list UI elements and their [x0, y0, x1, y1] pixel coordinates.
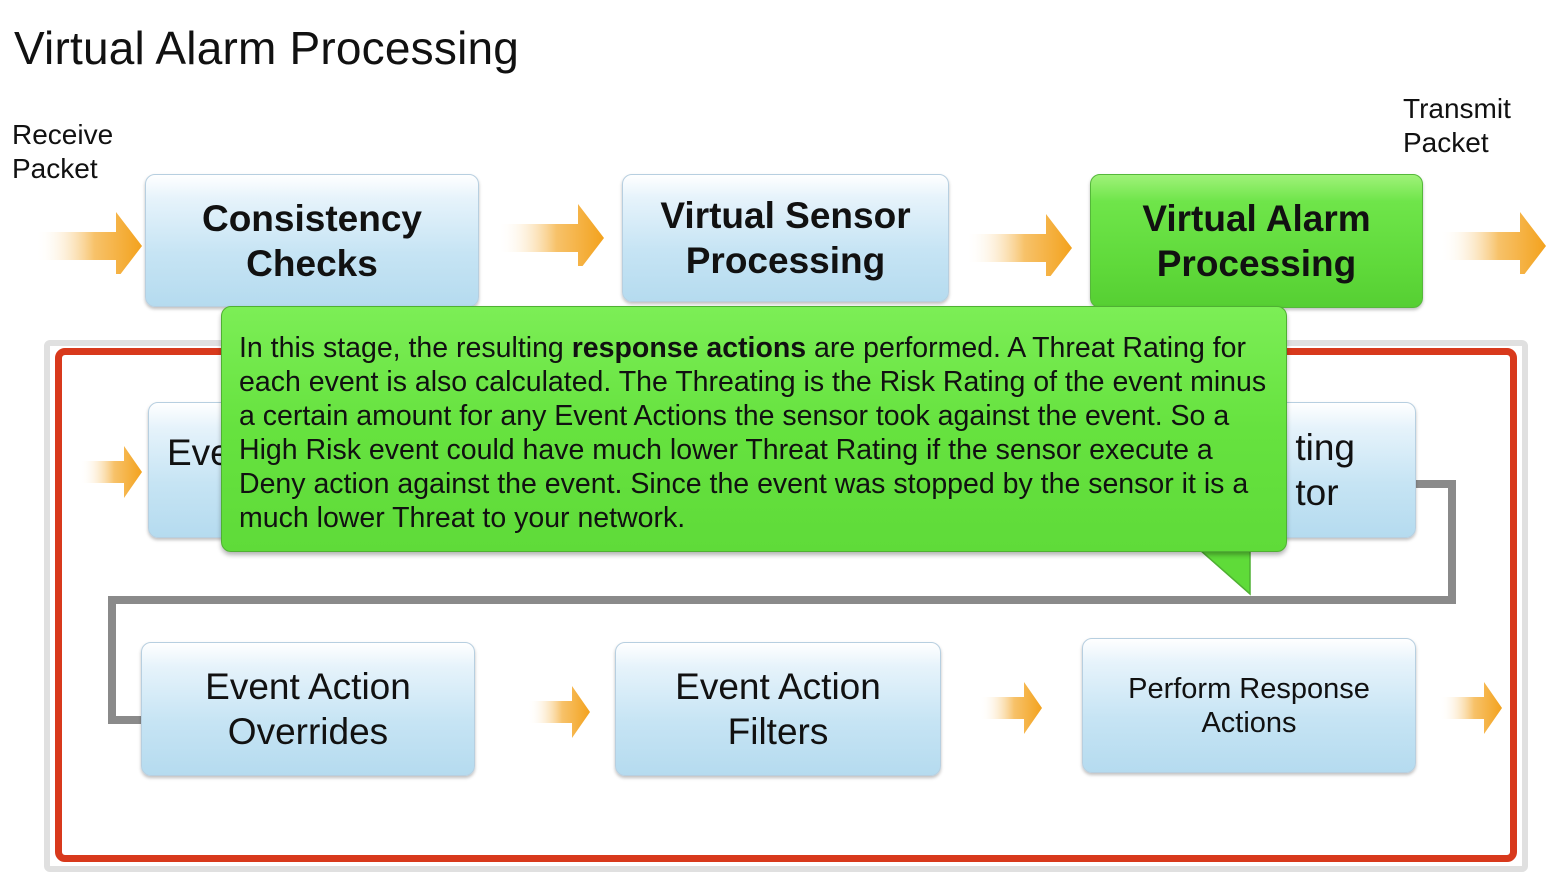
- flow-arrow-icon: [36, 212, 142, 274]
- tooltip-intro: In this stage, the resulting: [239, 332, 572, 364]
- flow-arrow-icon: [528, 686, 590, 738]
- sub-stage-label: ting tor: [1295, 427, 1355, 513]
- sub-stage-label: Perform Response Actions: [1128, 672, 1370, 739]
- flow-arrow-icon: [1440, 212, 1546, 274]
- flow-arrow-icon: [966, 214, 1072, 276]
- stage-virtual-sensor-processing[interactable]: Virtual Sensor Processing: [622, 174, 949, 302]
- tooltip-body: are performed. A Threat Rating for each …: [239, 332, 1267, 534]
- stage-label: Consistency Checks: [201, 197, 422, 284]
- flow-arrow-icon: [1440, 682, 1502, 734]
- transmit-packet-label: Transmit Packet: [1403, 93, 1511, 158]
- stage-label: Virtual Alarm Processing: [1142, 198, 1371, 284]
- flow-arrow-icon: [80, 446, 142, 498]
- page-title: Virtual Alarm Processing: [14, 22, 520, 74]
- tooltip-bold-term: response actions: [571, 332, 807, 364]
- stage-label: Virtual Sensor Processing: [660, 195, 911, 281]
- sub-stage-rating-partial[interactable]: ting tor: [1230, 402, 1416, 538]
- sub-stage-label: Event Action Overrides: [205, 666, 411, 752]
- sub-stage-label: Eve: [167, 431, 231, 473]
- sub-stage-event-action-overrides[interactable]: Event Action Overrides: [141, 642, 475, 776]
- flow-arrow-icon: [498, 204, 604, 266]
- sub-stage-label: Event Action Filters: [675, 666, 881, 752]
- stage-virtual-alarm-processing[interactable]: Virtual Alarm Processing: [1090, 174, 1423, 308]
- receive-packet-label: Receive Packet: [12, 119, 114, 184]
- sub-stage-event-action-filters[interactable]: Event Action Filters: [615, 642, 941, 776]
- stage-description-tooltip: In this stage, the resulting response ac…: [221, 306, 1287, 552]
- tooltip-tail: [1198, 548, 1252, 596]
- sub-stage-perform-response-actions[interactable]: Perform Response Actions: [1082, 638, 1416, 773]
- flow-arrow-icon: [980, 682, 1042, 734]
